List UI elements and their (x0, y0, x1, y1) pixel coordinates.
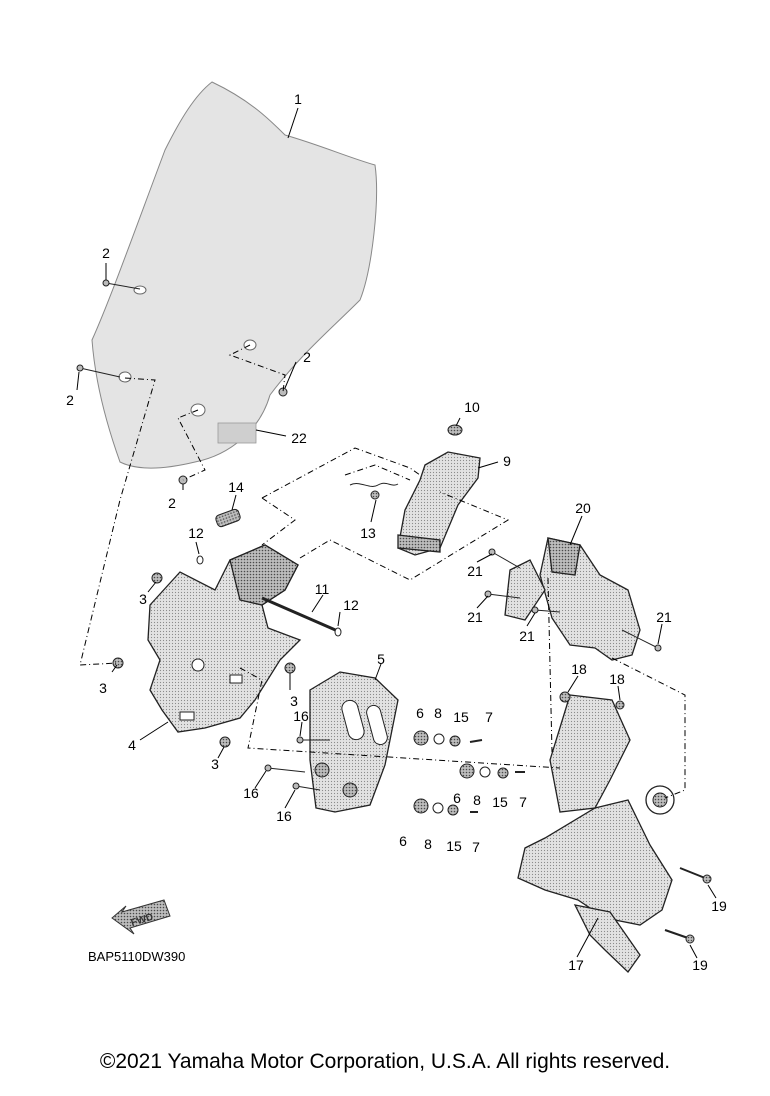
callout-2c: 2 (303, 349, 311, 365)
callout-3d: 3 (211, 756, 219, 772)
callout-9: 9 (503, 453, 511, 469)
callout-8a: 8 (434, 705, 442, 721)
adjuster-plate (309, 671, 399, 813)
callout-18b: 18 (609, 671, 625, 687)
callout-13: 13 (360, 525, 376, 541)
callout-19b: 19 (692, 957, 708, 973)
callout-3a: 3 (139, 591, 147, 607)
callout-3c: 3 (290, 693, 298, 709)
windshield (91, 81, 377, 469)
callout-8b: 8 (473, 792, 481, 808)
callout-6a: 6 (416, 705, 424, 721)
callout-4: 4 (128, 737, 136, 753)
callout-10: 10 (464, 399, 480, 415)
callout-14: 14 (228, 479, 244, 495)
callout-15b: 15 (492, 794, 508, 810)
callout-1: 1 (294, 91, 302, 107)
callout-6c: 6 (399, 833, 407, 849)
callout-7c: 7 (472, 839, 480, 855)
callout-21a: 21 (467, 563, 483, 579)
callout-18a: 18 (571, 661, 587, 677)
callout-2a: 2 (102, 245, 110, 261)
callout-11: 11 (315, 581, 330, 597)
callout-3b: 3 (99, 680, 107, 696)
fwd-arrow: FWD (111, 899, 171, 935)
stay-frame (517, 694, 675, 973)
diagram-part-code: BAP5110DW390 (88, 949, 185, 964)
copyright-notice: ©2021 Yamaha Motor Corporation, U.S.A. A… (99, 1050, 671, 1073)
cowl-panel (147, 544, 302, 733)
hardware (76, 279, 712, 944)
callout-2b: 2 (66, 392, 74, 408)
leader-lines (76, 107, 717, 959)
callout-labels: 1 2 2 2 2 3 3 3 3 4 5 6 6 6 7 7 7 8 8 8 … (66, 91, 727, 973)
callout-2d: 2 (168, 495, 176, 511)
upper-bracket (397, 424, 481, 556)
callout-20: 20 (575, 500, 591, 516)
callout-17: 17 (568, 957, 584, 973)
callout-21b: 21 (467, 609, 483, 625)
callout-19a: 19 (711, 898, 727, 914)
callout-16a: 16 (293, 708, 309, 724)
callout-5: 5 (377, 651, 385, 667)
parts-diagram: FWD 1 2 (66, 81, 727, 973)
callout-16c: 16 (276, 808, 292, 824)
callout-16b: 16 (243, 785, 259, 801)
callout-6b: 6 (453, 790, 461, 806)
callout-22: 22 (291, 430, 307, 446)
assembly-lines (79, 344, 686, 799)
callout-15a: 15 (453, 709, 469, 725)
callout-21d: 21 (656, 609, 672, 625)
callout-21c: 21 (519, 628, 535, 644)
callout-8c: 8 (424, 836, 432, 852)
callout-12a: 12 (188, 525, 204, 541)
callout-15c: 15 (446, 838, 462, 854)
callout-7b: 7 (519, 794, 527, 810)
callout-12b: 12 (343, 597, 359, 613)
callout-7a: 7 (485, 709, 493, 725)
